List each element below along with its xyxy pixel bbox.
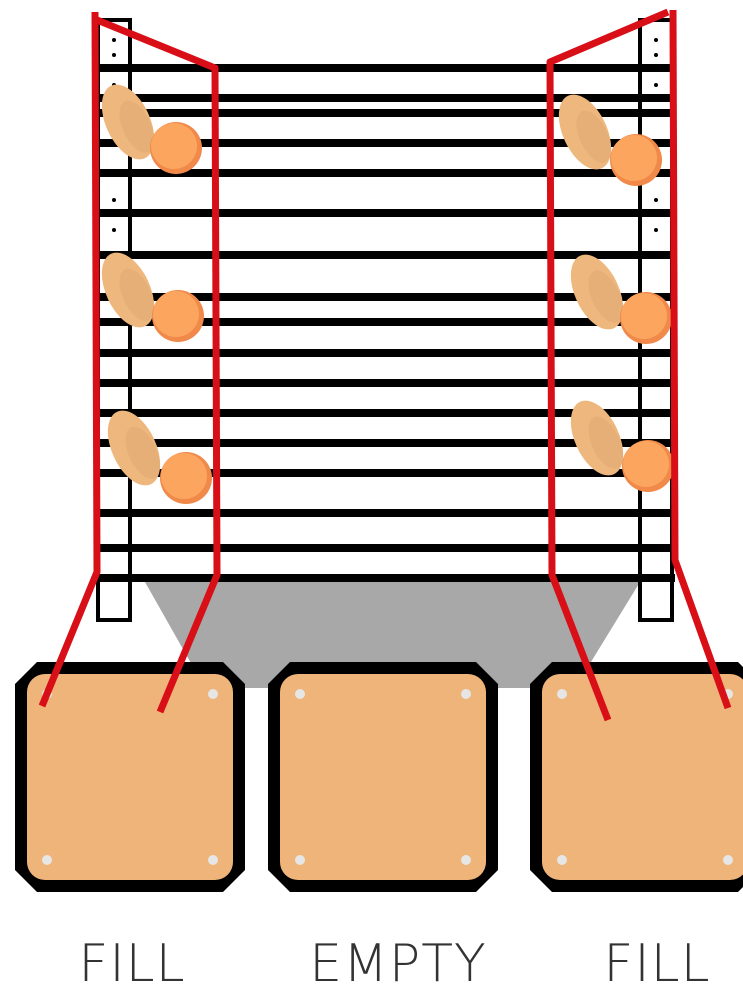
conveyor-bar xyxy=(100,64,675,72)
orange-icon xyxy=(622,440,674,492)
sweet-potato-icon xyxy=(570,254,624,330)
sweet-potato-icon xyxy=(107,410,161,486)
orange-icon xyxy=(160,452,212,504)
bins xyxy=(15,662,743,892)
sweet-potato-icon xyxy=(558,94,612,170)
conveyor-bar xyxy=(100,544,675,552)
bin-panel xyxy=(280,674,486,880)
produce-pair xyxy=(107,410,212,504)
red-guide-lines xyxy=(38,8,732,722)
produce-items xyxy=(101,84,674,504)
bin-3 xyxy=(530,662,743,892)
bin-screw xyxy=(557,855,567,865)
conveyor-bar xyxy=(100,349,675,357)
bin-screw xyxy=(557,689,567,699)
produce-pair xyxy=(570,254,672,344)
conveyor-bar xyxy=(100,109,675,117)
produce-pair xyxy=(101,84,202,174)
red-guide-line xyxy=(669,9,732,710)
bin-screw xyxy=(295,689,305,699)
conveyor-bar xyxy=(100,169,675,177)
conveyor-bar xyxy=(100,574,675,582)
orange-icon xyxy=(610,134,662,186)
conveyor-bar xyxy=(100,251,675,259)
conveyor-bar xyxy=(100,409,675,417)
conveyor-bar xyxy=(100,209,675,217)
produce-pair xyxy=(101,252,204,342)
produce-pair xyxy=(558,94,662,186)
bin-screw xyxy=(461,855,471,865)
bin-screw xyxy=(295,855,305,865)
conveyor-bars xyxy=(100,64,675,582)
red-guide-line xyxy=(95,16,221,714)
orange-icon xyxy=(150,122,202,174)
red-guide-line xyxy=(38,11,101,708)
sweet-potato-icon xyxy=(101,84,155,160)
sweet-potato-icon xyxy=(101,252,155,328)
conveyor-bar xyxy=(100,94,675,102)
bin-2 xyxy=(268,662,498,892)
conveyor-bar xyxy=(100,139,675,147)
bin-label-middle: EMPTY xyxy=(309,934,487,994)
bin-panel xyxy=(27,674,233,880)
bin-screw xyxy=(461,689,471,699)
bin-screw xyxy=(208,689,218,699)
conveyor-bar xyxy=(100,293,675,301)
chute xyxy=(145,582,640,688)
red-guide-line xyxy=(546,8,670,722)
sweet-potato-icon xyxy=(570,400,624,476)
bin-1 xyxy=(15,662,245,892)
bin-screw xyxy=(723,855,733,865)
conveyor-bar xyxy=(100,379,675,387)
conveyor-bar xyxy=(100,318,675,326)
conveyor-bar xyxy=(100,439,675,447)
bin-label-left: FILL xyxy=(78,934,186,994)
orange-icon xyxy=(152,290,204,342)
conveyor-bar xyxy=(100,469,675,477)
conveyor-bar xyxy=(100,509,675,517)
bin-label-right: FILL xyxy=(603,934,711,994)
bin-screw xyxy=(208,855,218,865)
orange-icon xyxy=(620,292,672,344)
bin-screw xyxy=(42,855,52,865)
produce-pair xyxy=(570,400,674,492)
bin-panel xyxy=(542,674,743,880)
